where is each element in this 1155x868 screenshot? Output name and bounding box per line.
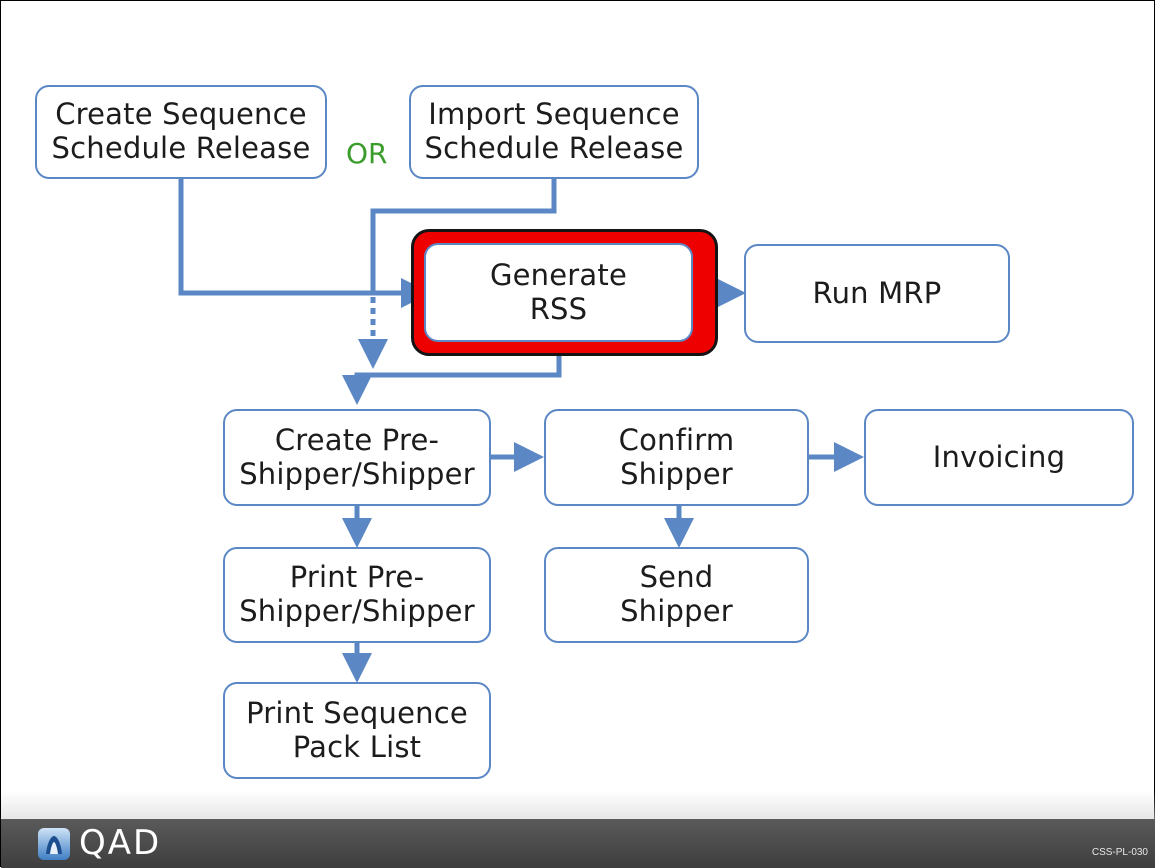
- footer-bar: [1, 819, 1155, 868]
- qad-brand-text: QAD: [79, 823, 162, 863]
- slide-code: CSS-PL-030: [1091, 847, 1148, 858]
- node-import-sequence-schedule-release: Import Sequence Schedule Release: [409, 85, 699, 179]
- node-invoicing: Invoicing: [864, 409, 1134, 506]
- connector-create-to-generate: [178, 179, 431, 308]
- node-create-pre-shipper-shipper: Create Pre- Shipper/Shipper: [223, 409, 491, 506]
- connector-generate-to-create-shipper: [342, 341, 562, 405]
- node-confirm-shipper: Confirm Shipper: [544, 409, 809, 506]
- footer-fade: [1, 791, 1155, 819]
- connector-import-to-create-shipper: [370, 179, 557, 293]
- node-run-mrp: Run MRP: [744, 244, 1010, 343]
- qad-logo-icon: [38, 828, 70, 860]
- node-print-sequence-pack-list: Print Sequence Pack List: [223, 682, 491, 779]
- node-create-sequence-schedule-release: Create Sequence Schedule Release: [35, 85, 327, 179]
- node-print-pre-shipper-shipper: Print Pre- Shipper/Shipper: [223, 547, 491, 643]
- or-label: OR: [346, 137, 388, 170]
- node-generate-rss: Generate RSS: [424, 243, 693, 342]
- node-send-shipper: Send Shipper: [544, 547, 809, 643]
